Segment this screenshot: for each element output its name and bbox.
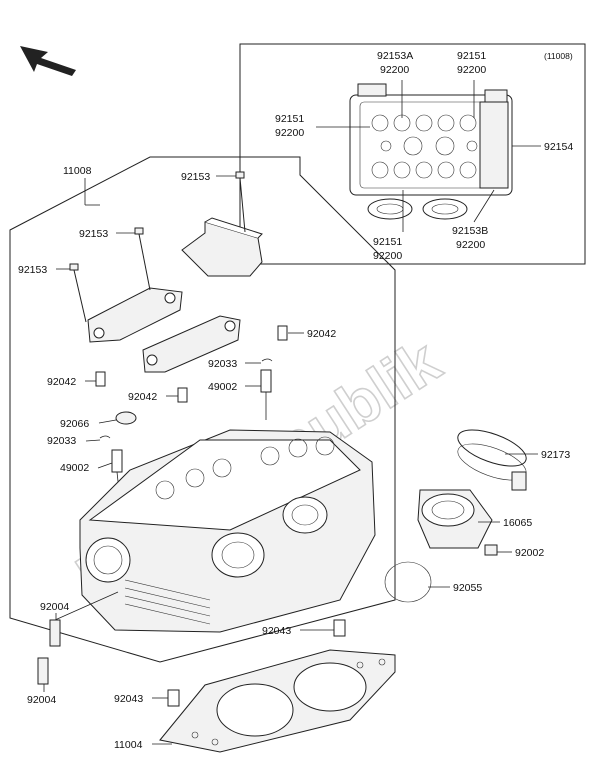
label-92004-b: 92004 (27, 694, 56, 706)
label-92042-c: 92042 (128, 391, 157, 403)
label-92200-inset-b: 92200 (457, 64, 486, 76)
head-bolts (69, 171, 246, 323)
label-92200-inset-a: 92200 (380, 64, 409, 76)
head-gasket (159, 649, 396, 753)
label-92151-inset-a: 92151 (457, 50, 486, 62)
oil-seals-and-fittings (99, 358, 273, 501)
label-92153-c: 92153 (18, 264, 47, 276)
label-92043-b: 92043 (114, 693, 143, 705)
label-92153a: 92153A (377, 50, 413, 62)
label-92200-inset-d: 92200 (373, 250, 402, 262)
label-92042-a: 92042 (307, 328, 336, 340)
leader-lines (43, 175, 538, 745)
part-labels: (11008) 92153A 92200 92151 92200 92151 9… (18, 50, 573, 751)
label-92066: 92066 (60, 418, 89, 430)
intake-holder (384, 429, 527, 603)
inset-panel (239, 43, 586, 265)
label-92004-a: 92004 (40, 601, 69, 613)
dowels-lower (167, 619, 346, 707)
label-11008: 11008 (63, 165, 92, 177)
arrow-up-left-icon (20, 46, 76, 76)
label-92153-a: 92153 (181, 171, 210, 183)
stud-bolts (37, 591, 119, 685)
label-92055: 92055 (453, 582, 482, 594)
dowel-pins (95, 325, 288, 403)
label-92154: 92154 (544, 141, 573, 153)
label-92002: 92002 (515, 547, 544, 559)
camshaft-caps (87, 217, 263, 373)
label-92153b: 92153B (452, 225, 488, 237)
label-92043-a: 92043 (262, 625, 291, 637)
label-16065: 16065 (503, 517, 532, 529)
label-92151-inset-c: 92151 (373, 236, 402, 248)
label-92151-inset-b: 92151 (275, 113, 304, 125)
label-92200-inset-e: 92200 (456, 239, 485, 251)
label-92153-b: 92153 (79, 228, 108, 240)
label-49002-b: 49002 (60, 462, 89, 474)
label-92042-b: 92042 (47, 376, 76, 388)
label-49002-a: 49002 (208, 381, 237, 393)
label-11008-inset: (11008) (544, 51, 573, 61)
label-92033-b: 92033 (47, 435, 76, 447)
label-92200-inset-c: 92200 (275, 127, 304, 139)
label-92173: 92173 (541, 449, 570, 461)
label-11004: 11004 (114, 739, 143, 751)
label-92033-a: 92033 (208, 358, 237, 370)
cylinder-head (79, 429, 376, 633)
